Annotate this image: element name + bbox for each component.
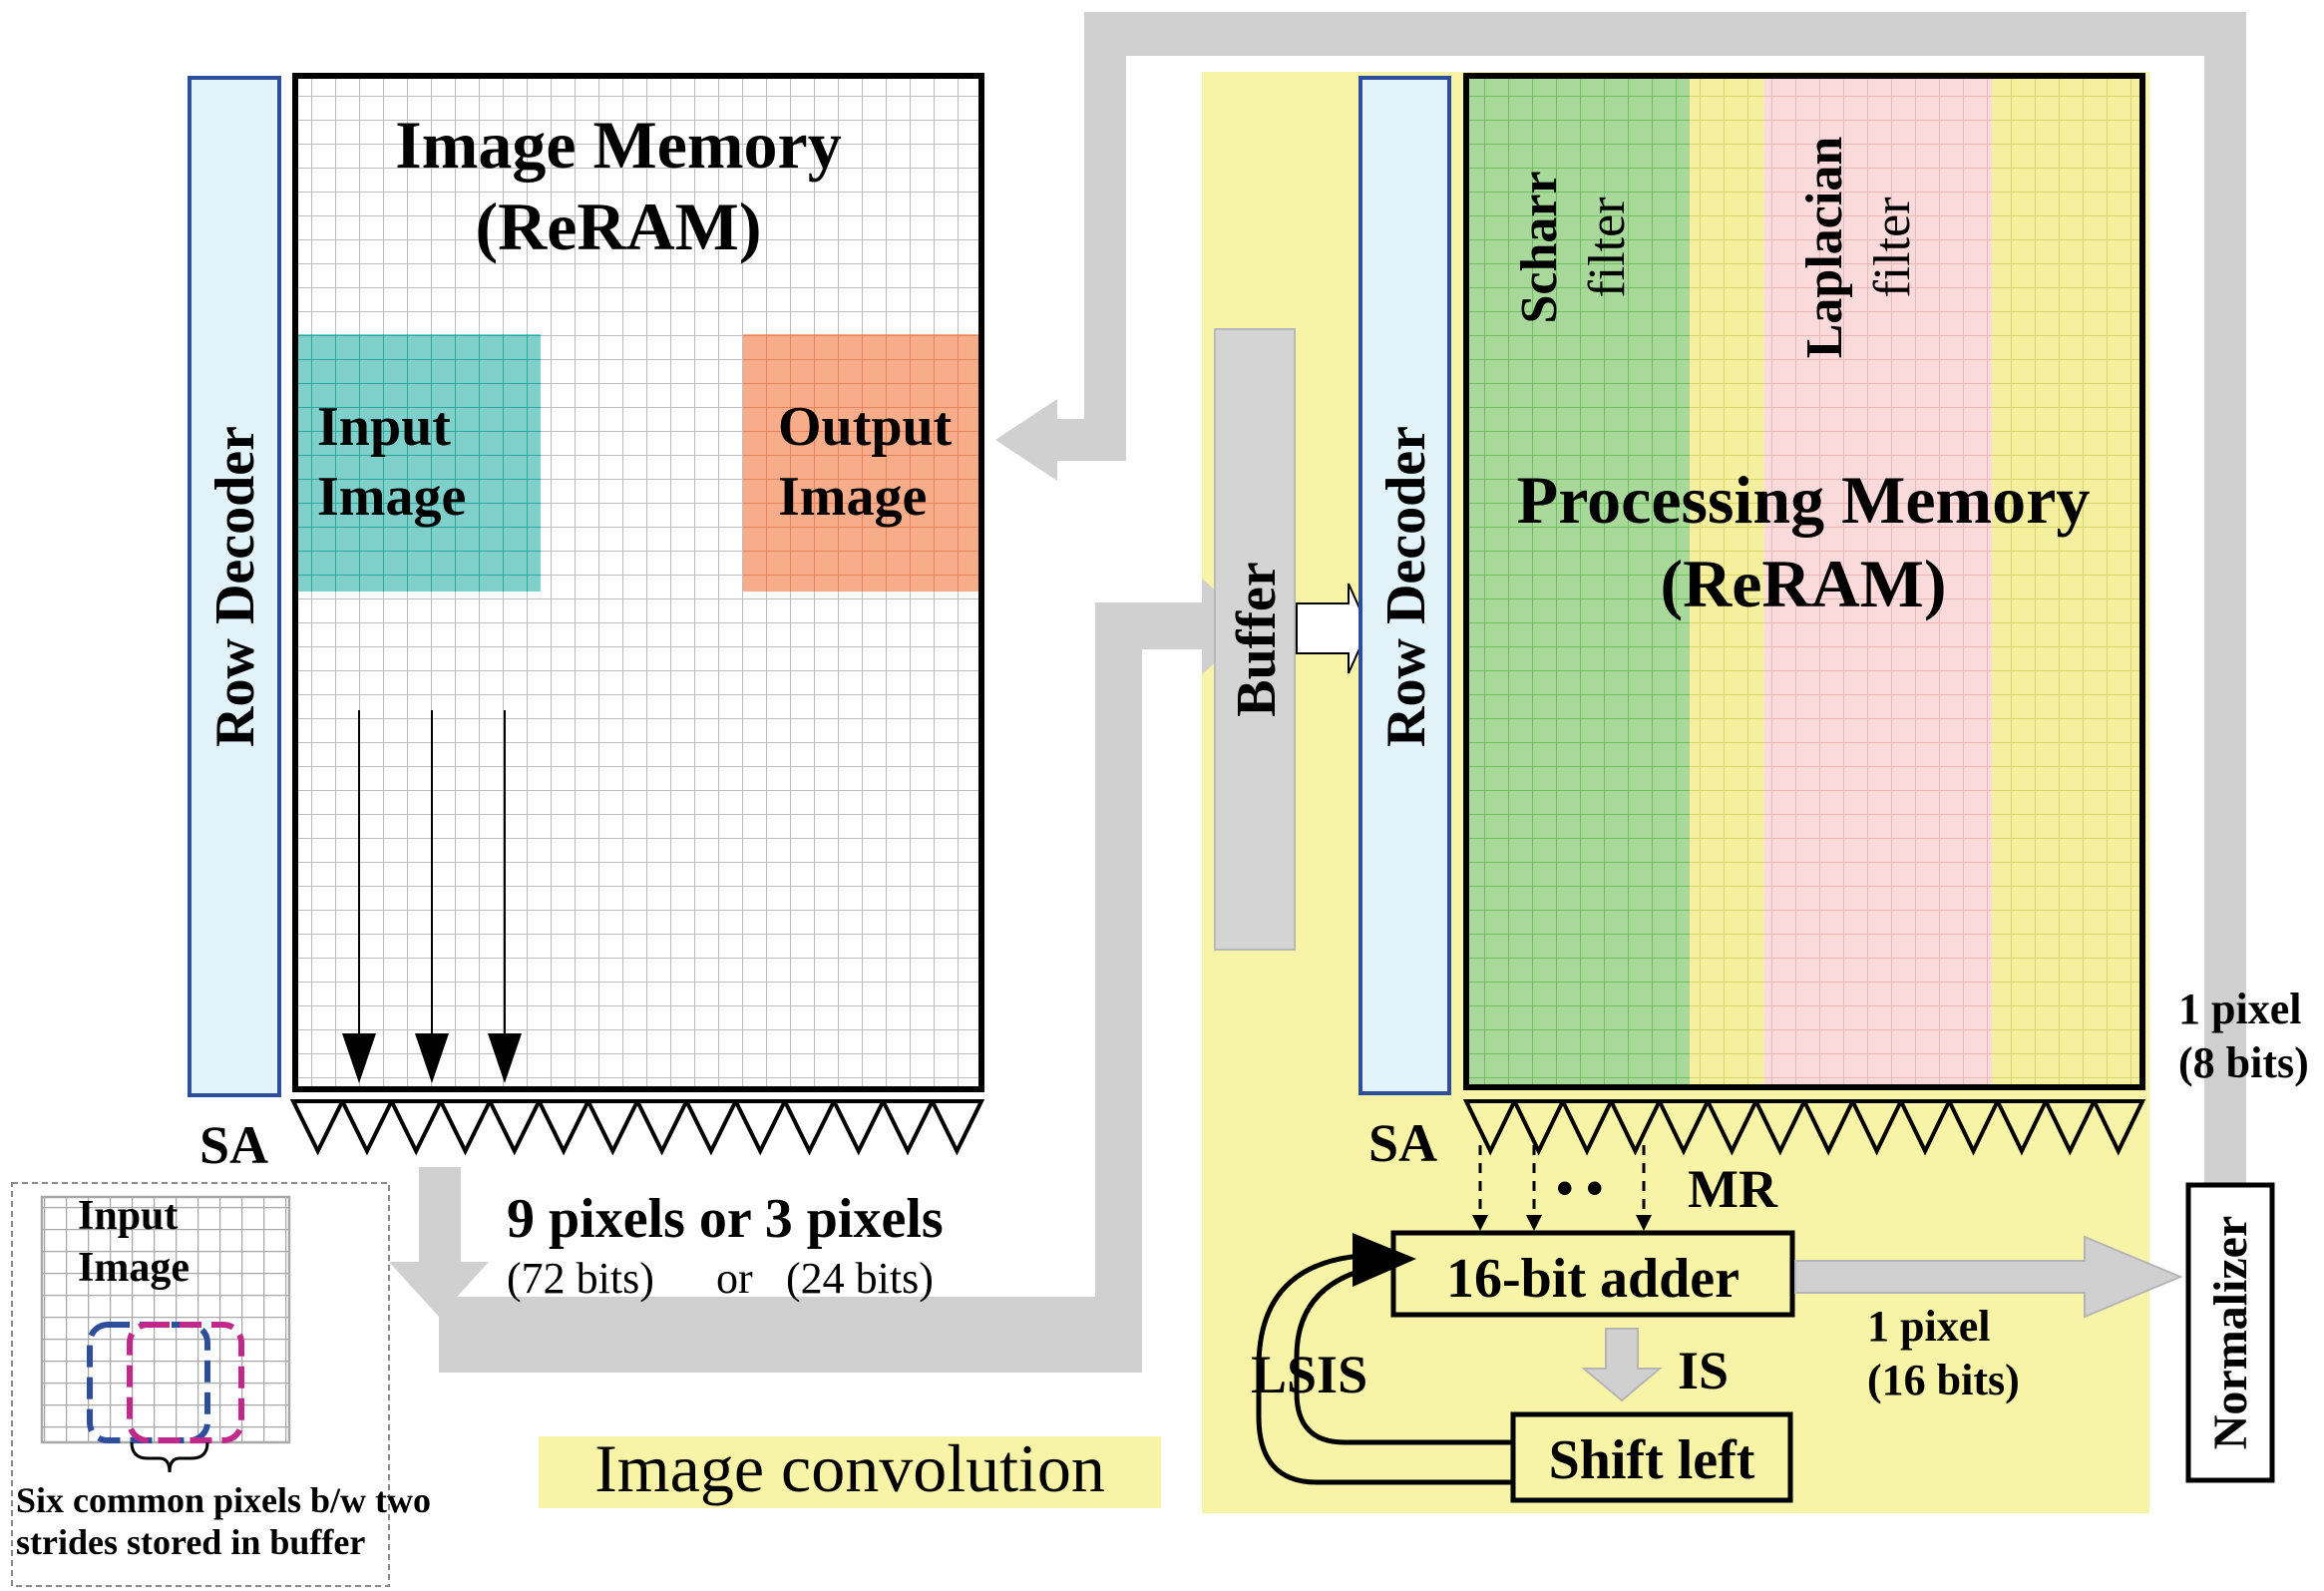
- sense-amp: [1800, 1099, 1856, 1156]
- lsis-loop: [1256, 1252, 1513, 1485]
- stride-inset-caption-line2: strides stored in buffer: [16, 1522, 365, 1562]
- sense-amp: [683, 1099, 739, 1156]
- buffer: [1214, 328, 1296, 951]
- overlap-brace: [130, 1441, 209, 1473]
- sense-amp: [781, 1099, 838, 1156]
- image-memory-sense-amps: [289, 1099, 985, 1156]
- sense-amp: [732, 1099, 789, 1156]
- processing-memory-row-decoder: [1358, 76, 1451, 1095]
- buffer-label: Buffer: [1226, 562, 1288, 717]
- image-memory-row-decoder: [188, 76, 281, 1097]
- sense-amp: [929, 1099, 985, 1156]
- processing-yellow-grid-2: [1992, 78, 2142, 1087]
- image-memory-title-line1: Image Memory: [395, 107, 841, 183]
- column-read-arrows: [358, 710, 506, 1037]
- shift-left-label: Shift left: [1549, 1429, 1755, 1491]
- adder-block: [1390, 1230, 1795, 1318]
- sense-amp: [1462, 1099, 1518, 1156]
- sense-amp: [1994, 1099, 2050, 1156]
- transfer-bits-left: (72 bits): [507, 1254, 654, 1303]
- adder-output-pixel-line1: 1 pixel: [1867, 1302, 1990, 1351]
- lsis-label: LSIS: [1251, 1345, 1367, 1404]
- stride-inset-title-line2: Image: [78, 1245, 190, 1291]
- adder-output-pixel-line2: (16 bits): [1867, 1356, 2020, 1404]
- input-image-label-line1: Input: [317, 396, 451, 458]
- sense-amp: [584, 1099, 641, 1156]
- image-memory-row-decoder-label: Row Decoder: [204, 426, 266, 747]
- scharr-filter-grid: [1466, 78, 1690, 1087]
- input-image-label-line2: Image: [317, 466, 466, 528]
- sense-amp: [1656, 1099, 1712, 1156]
- processing-memory-row-decoder-label: Row Decoder: [1375, 426, 1437, 747]
- sense-amp: [1849, 1099, 1905, 1156]
- sense-amp: [2091, 1099, 2146, 1156]
- normalizer-pixel-line1: 1 pixel: [2178, 985, 2301, 1033]
- sense-amp: [633, 1099, 690, 1156]
- image-memory-sa-label: SA: [199, 1115, 268, 1175]
- stride-inset-title-line1: Input: [78, 1193, 178, 1239]
- lsis-arrowhead: [1353, 1233, 1416, 1287]
- stride-window-2: [127, 1322, 244, 1443]
- mr-dashed-arrows: [1478, 1145, 1646, 1219]
- sense-amp: [536, 1099, 591, 1156]
- transfer-pixels-label: 9 pixels or 3 pixels: [507, 1188, 944, 1250]
- stride-inset-caption-line1: Six common pixels b/w two: [16, 1480, 431, 1520]
- sense-amp: [339, 1099, 395, 1156]
- sense-amp: [289, 1099, 346, 1156]
- sense-amp: [1897, 1099, 1953, 1156]
- scharr-label-line2: filter: [1579, 197, 1636, 297]
- sense-amp: [1752, 1099, 1808, 1156]
- output-image-label-line2: Image: [778, 466, 927, 528]
- processing-memory-border: [1463, 73, 2145, 1090]
- transfer-arrow: [389, 579, 1257, 1373]
- column-read-arrowheads: [342, 1033, 522, 1083]
- is-arrow: [1581, 1328, 1663, 1402]
- adder-label: 16-bit adder: [1446, 1248, 1740, 1310]
- laplacian-label-line2: filter: [1864, 197, 1921, 297]
- caption-background: [539, 1436, 1161, 1508]
- image-memory-title-line2: (ReRAM): [476, 189, 762, 264]
- output-image-label-line1: Output: [778, 396, 953, 458]
- processing-memory-title-line2: (ReRAM): [1661, 546, 1947, 621]
- output-image-region-grid: [743, 334, 981, 592]
- processing-memory-title-line1: Processing Memory: [1517, 462, 2091, 538]
- image-memory-border: [292, 73, 984, 1092]
- stride-inset-grid: [40, 1195, 291, 1444]
- sense-amp: [830, 1099, 887, 1156]
- sense-amp: [1559, 1099, 1615, 1156]
- sense-amp: [880, 1099, 936, 1156]
- sense-amp: [1511, 1099, 1567, 1156]
- sense-amp: [1946, 1099, 2001, 1156]
- sense-amp: [437, 1099, 494, 1156]
- laplacian-filter-grid: [1764, 78, 1992, 1087]
- adder-to-normalizer-arrow: [1794, 1235, 2183, 1319]
- shift-left-block: [1510, 1411, 1793, 1503]
- transfer-bits-right: (24 bits): [786, 1254, 934, 1303]
- mr-dots: • •: [1556, 1160, 1604, 1216]
- sense-amp: [1704, 1099, 1759, 1156]
- feedback-arrow: [995, 12, 2246, 1189]
- sense-amp: [388, 1099, 445, 1156]
- normalizer-label: Normalizer: [2204, 1216, 2257, 1450]
- processing-yellow-grid-1: [1690, 78, 1764, 1087]
- transfer-bits-or: or: [716, 1254, 753, 1303]
- is-label: IS: [1678, 1341, 1729, 1400]
- processing-memory-sa-label: SA: [1368, 1113, 1437, 1173]
- normalizer-pixel-line2: (8 bits): [2178, 1038, 2309, 1087]
- sense-amp: [486, 1099, 543, 1156]
- scharr-label-line1: Scharr: [1511, 171, 1568, 323]
- mr-arrowheads: [1472, 1215, 1652, 1231]
- normalizer-block: [2185, 1182, 2275, 1483]
- mr-label: MR: [1688, 1159, 1778, 1219]
- caption: Image convolution: [594, 1430, 1105, 1506]
- processing-memory-sense-amps: [1462, 1099, 2146, 1156]
- input-image-region-grid: [295, 334, 541, 592]
- laplacian-label-line1: Laplacian: [1796, 137, 1853, 359]
- sense-amp: [1608, 1099, 1663, 1156]
- sense-amp: [2042, 1099, 2098, 1156]
